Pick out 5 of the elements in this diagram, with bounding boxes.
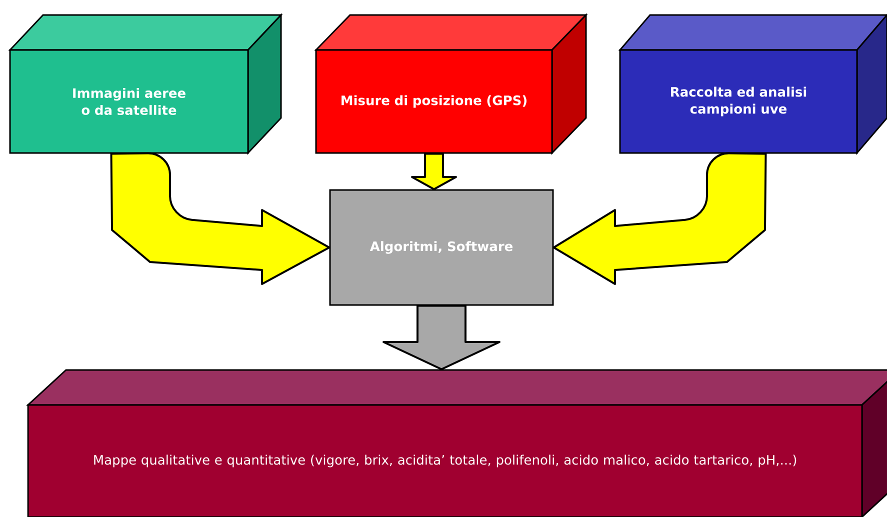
block-arrow (552, 152, 767, 285)
block-arrow (382, 304, 500, 370)
block-arrow (110, 152, 330, 285)
block: Algoritmi, Software (329, 189, 554, 306)
block-arrow (411, 152, 457, 190)
